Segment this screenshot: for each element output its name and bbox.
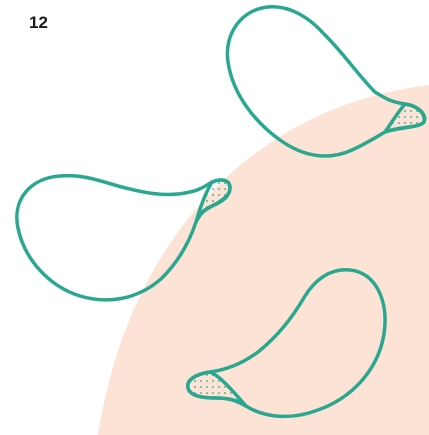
peach-background-circle <box>98 85 429 435</box>
